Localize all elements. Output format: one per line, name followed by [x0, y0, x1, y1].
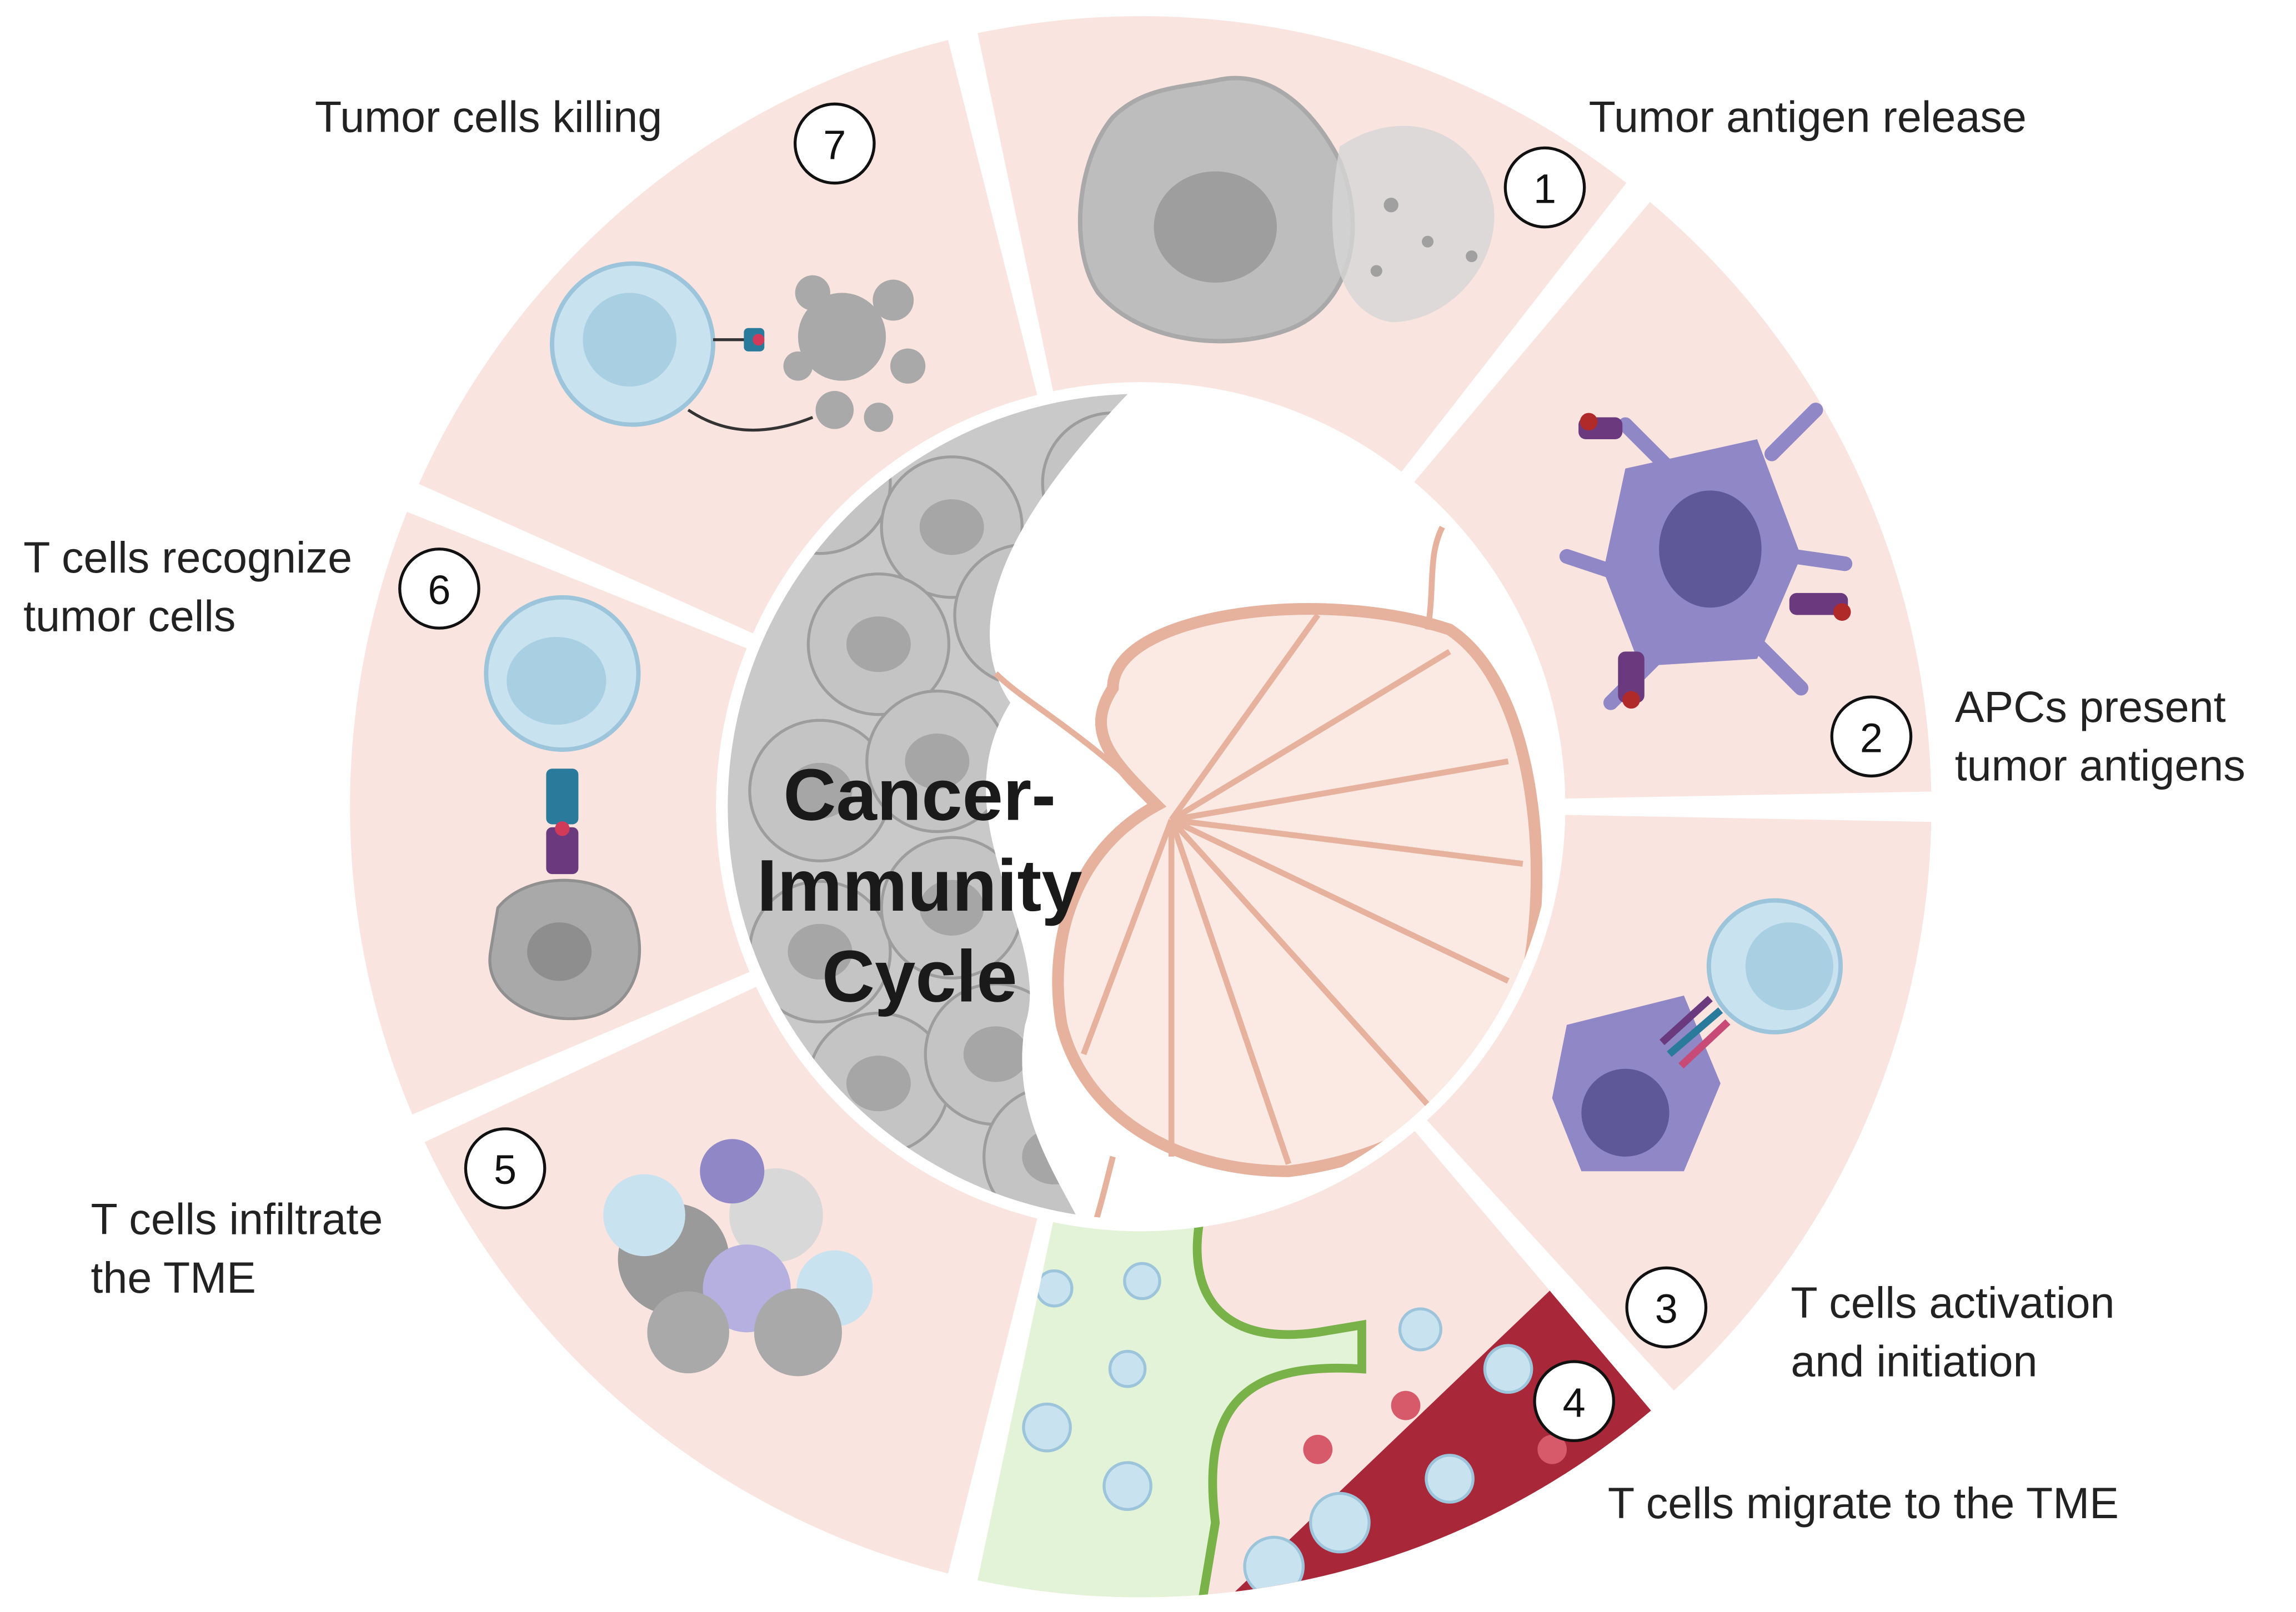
tumor-cell-nucleus — [905, 733, 970, 790]
step-3-label-line-1: T cells activation — [1791, 1278, 2114, 1327]
step-3-badge: 3 — [1625, 1266, 1708, 1349]
tumor-cell-nucleus — [846, 616, 911, 672]
t-cell-activation-illustration — [1552, 898, 1843, 1172]
svg-text:7: 7 — [823, 122, 846, 168]
step-5-label-line-1: T cells infiltrate — [91, 1194, 383, 1244]
tumor-cell-nucleus — [788, 923, 853, 980]
tumor-killing-illustration — [549, 261, 926, 432]
tumor-cell-nucleus — [788, 762, 853, 818]
step-7-label: Tumor cells killing — [315, 92, 662, 141]
svg-text:1: 1 — [1533, 166, 1556, 212]
step-6-badge: 6 — [398, 548, 480, 630]
t-cell-recognition-illustration — [484, 595, 641, 1021]
step-6-label-line-1: T cells recognize — [23, 533, 352, 582]
lymph-node-illustration — [994, 525, 1543, 1220]
step-5-label-line-2: the TME — [91, 1253, 255, 1302]
step-number-badges: 1 2 3 4 5 6 7 — [398, 102, 1913, 1443]
apc-presenting-illustration — [1559, 403, 1853, 710]
step-3-label-line-2: and initiation — [1791, 1336, 2037, 1385]
svg-text:5: 5 — [494, 1147, 517, 1193]
center-title-line-3: Cycle — [822, 935, 1017, 1017]
svg-text:6: 6 — [428, 567, 450, 613]
step-5-badge: 5 — [464, 1127, 547, 1209]
center-title-line-1: Cancer- — [783, 754, 1056, 836]
center-circle: Cancer- Immunity Cycle — [716, 382, 1566, 1232]
step-1-badge: 1 — [1503, 146, 1586, 229]
tumor-cell-nucleus — [919, 499, 984, 555]
step-1-label: Tumor antigen release — [1589, 92, 2027, 141]
tumor-cell-nucleus — [919, 880, 984, 936]
tumor-cell-nucleus — [846, 1056, 911, 1112]
step-2-label-line-1: APCs present — [1955, 682, 2226, 731]
tumor-antigen-release-illustration — [1077, 76, 1495, 344]
svg-text:2: 2 — [1860, 715, 1883, 761]
step-7-badge: 7 — [793, 102, 876, 185]
step-6-label-line-2: tumor cells — [23, 591, 235, 640]
svg-text:3: 3 — [1655, 1286, 1678, 1332]
svg-text:4: 4 — [1563, 1379, 1586, 1425]
center-title-line-2: Immunity — [757, 845, 1082, 926]
step-2-label-line-2: tumor antigens — [1955, 740, 2245, 790]
step-4-badge: 4 — [1533, 1360, 1616, 1443]
step-labels: Tumor antigen release APCs present tumor… — [23, 92, 2245, 1528]
t-cell-infiltration-illustration — [603, 1139, 873, 1377]
tumor-cell-nucleus — [963, 1026, 1028, 1082]
step-2-badge: 2 — [1830, 695, 1913, 778]
sector-step-7 — [419, 40, 1037, 634]
step-4-label: T cells migrate to the TME — [1608, 1478, 2119, 1528]
